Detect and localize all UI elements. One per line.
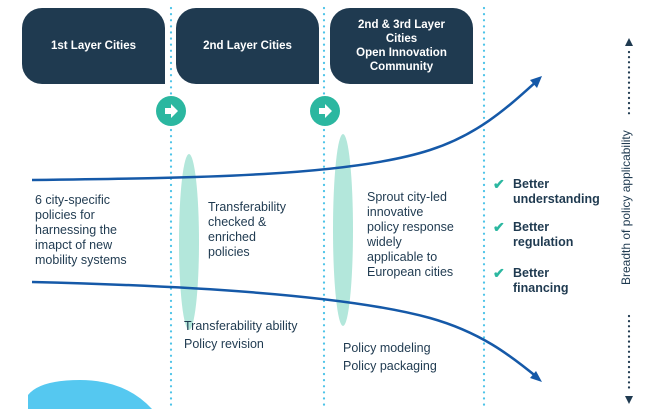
text-line: enriched [208,230,256,244]
arrow-right-icon [165,104,178,118]
text-line: widely [367,235,402,249]
text-line: policies for [35,208,95,222]
text-line: applicable to [367,250,438,264]
text-line: Transferability ability [184,319,298,333]
text-line: Transferability [208,200,287,214]
text-line: 6 city-specific [35,193,111,207]
text-line: Policy revision [184,337,264,351]
arrow-right-icon [319,104,332,118]
benefit-financing: ✔ Better financing [493,266,569,296]
text-line: imapct of new [35,238,113,252]
header-line: 1st Layer Cities [50,40,136,52]
benefit-line: financing [513,281,569,295]
header-line: Open Innovation [356,47,447,59]
upper-arrowhead-icon [530,76,542,88]
benefit-line: Better [513,177,550,191]
text-line: policies [208,245,250,259]
check-icon: ✔ [493,265,505,281]
upper-curve [31,79,539,182]
benefit-line: understanding [513,192,600,206]
stage-3-description: Sprout city-led innovative policy respon… [367,190,454,280]
process-step-1: Transferability ability Policy revision [184,317,297,353]
text-line: European cities [367,265,454,279]
lens-stage-2 [179,154,199,330]
benefit-understanding: ✔ Better understanding [493,177,600,207]
text-line: Sprout city-led [367,190,447,204]
text-line: harnessing the [35,223,118,237]
header-line: Community [369,61,434,73]
axis-arrow-up-icon [625,38,633,46]
check-icon: ✔ [493,176,505,192]
lower-curve [31,280,539,379]
process-step-2: Policy modeling Policy packaging [343,339,437,375]
header-line: 2nd & 3rd Layer [358,19,445,31]
stage-arrow-2 [310,96,340,126]
stage-1-description: 6 city-specific policies for harnessing … [35,193,127,268]
header-open-innovation-community: 2nd & 3rd Layer Cities Open Innovation C… [330,8,473,84]
text-line: Policy packaging [343,359,437,373]
axis-label: Breadth of policy applicability [619,130,633,285]
benefit-line: Better [513,266,550,280]
benefit-regulation: ✔ Better regulation [493,220,573,250]
lens-stage-3 [333,134,353,326]
check-icon: ✔ [493,219,505,235]
text-line: checked & [208,215,267,229]
stage-2-description: Transferability checked & enriched polic… [208,200,286,260]
header-1st-layer-cities: 1st Layer Cities [22,8,165,84]
text-line: innovative [367,205,424,219]
axis-arrow-down-icon [625,396,633,404]
benefit-line: regulation [513,235,574,249]
text-line: mobility systems [35,253,127,267]
header-line: Cities [385,33,418,45]
decorative-blob [28,380,152,409]
header-2nd-layer-cities: 2nd Layer Cities [176,8,319,84]
lower-arrowhead-icon [530,371,542,382]
text-line: policy response [367,220,454,234]
benefit-line: Better [513,220,550,234]
text-line: Policy modeling [343,341,431,355]
stage-arrow-1 [156,96,186,126]
header-line: 2nd Layer Cities [203,40,292,52]
